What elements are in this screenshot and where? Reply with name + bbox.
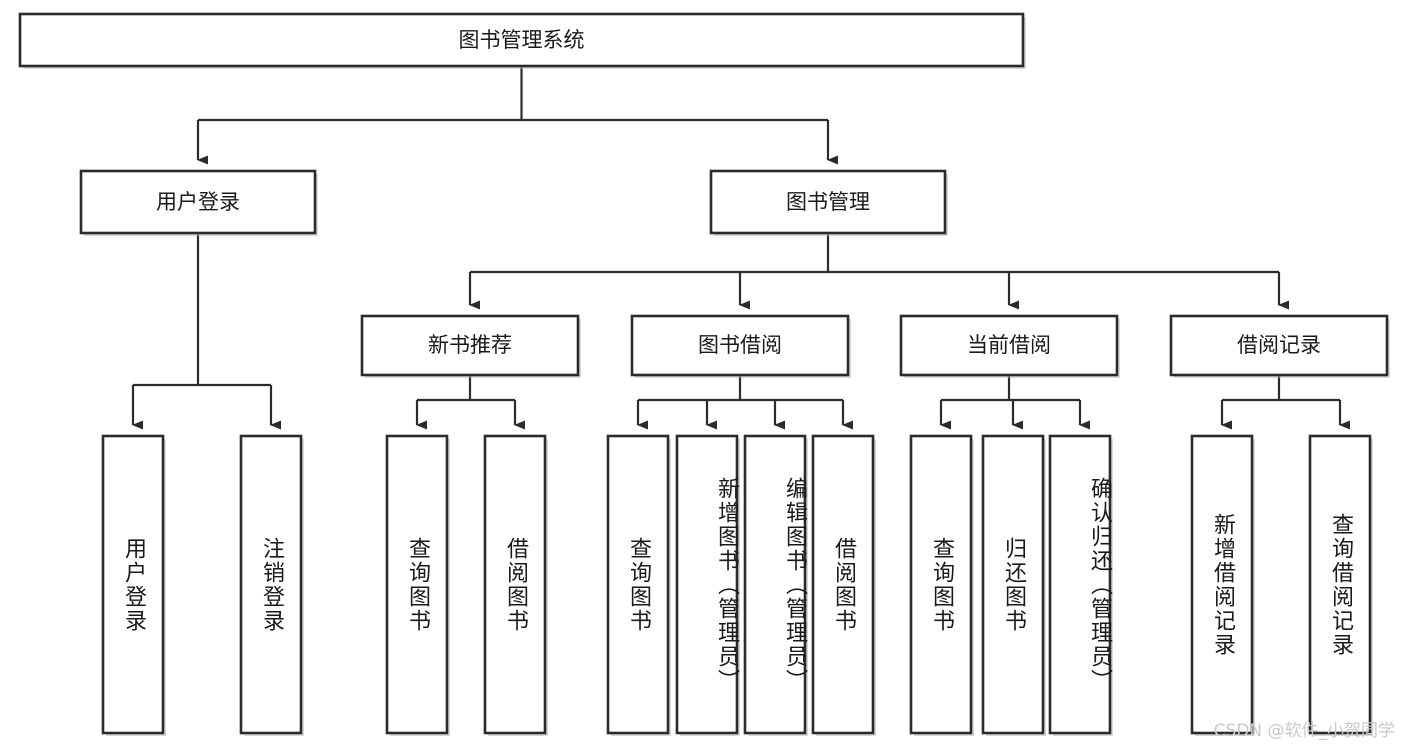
node-leaf-borrow-book-rect <box>811 434 875 735</box>
node-leaf-borrow-book-recommend-label: 借阅图书 <box>503 536 528 633</box>
node-leaf-edit-book-label: 编辑图书（管理员） <box>782 476 807 693</box>
node-leaf-add-borrow-record-rect <box>1190 434 1254 735</box>
node-root-label: 图书管理系统 <box>459 28 585 52</box>
node-book-manage[interactable]: 图书管理 <box>709 169 948 236</box>
node-root[interactable]: 图书管理系统 <box>18 12 1026 69</box>
node-leaf-query-borrow-record-rect <box>1308 434 1372 735</box>
node-leaf-query-borrow-record-label: 查询借阅记录 <box>1328 512 1353 657</box>
node-leaf-add-book-label: 新增图书（管理员） <box>714 476 739 693</box>
node-book-borrow[interactable]: 图书借阅 <box>630 314 851 378</box>
node-leaf-query-book-current[interactable] <box>909 434 974 736</box>
node-leaf-add-borrow-record[interactable] <box>1190 434 1255 736</box>
node-leaf-confirm-return-rect <box>1048 434 1112 735</box>
node-new-book-recommend-rect <box>360 314 580 377</box>
node-leaf-borrow-book-recommend[interactable] <box>483 434 548 736</box>
node-leaf-user-login[interactable] <box>101 434 166 736</box>
node-leaf-add-book-rect <box>675 434 739 735</box>
node-borrow-record-label: 借阅记录 <box>1237 333 1321 357</box>
node-leaf-logout[interactable] <box>239 434 304 736</box>
node-leaf-query-book-borrow[interactable] <box>606 434 671 736</box>
node-current-borrow-rect <box>899 314 1119 377</box>
node-leaf-logout-label: 注销登录 <box>259 536 284 633</box>
connector-group <box>131 66 1350 430</box>
node-leaf-add-book[interactable] <box>675 434 740 736</box>
node-leaf-query-book-current-rect <box>909 434 973 735</box>
node-leaf-query-book-recommend-label: 查询图书 <box>405 536 430 633</box>
node-group: 图书管理系统 用户登录 图书管理 新书推荐 <box>18 12 1390 736</box>
node-leaf-query-book-borrow-rect <box>606 434 670 735</box>
node-book-manage-rect <box>709 169 947 235</box>
node-leaf-logout-rect <box>239 434 303 735</box>
node-book-borrow-rect <box>630 314 850 377</box>
node-leaf-add-borrow-record-label: 新增借阅记录 <box>1210 512 1235 657</box>
node-borrow-record[interactable]: 借阅记录 <box>1169 314 1390 378</box>
node-root-rect <box>18 12 1025 68</box>
node-leaf-edit-book-rect <box>743 434 807 735</box>
node-leaf-query-book-recommend[interactable] <box>385 434 450 736</box>
node-leaf-borrow-book[interactable] <box>811 434 876 736</box>
node-leaf-query-book-current-label: 查询图书 <box>929 536 954 633</box>
node-leaf-borrow-book-label: 借阅图书 <box>831 536 856 633</box>
node-new-book-recommend-label: 新书推荐 <box>428 333 512 357</box>
watermark: CSDN @软件_小贺同学 <box>1213 721 1395 741</box>
node-new-book-recommend[interactable]: 新书推荐 <box>360 314 581 378</box>
node-leaf-confirm-return-label: 确认归还（管理员） <box>1087 476 1112 693</box>
node-leaf-edit-book[interactable] <box>743 434 808 736</box>
node-leaf-return-book[interactable] <box>981 434 1046 736</box>
node-leaf-confirm-return[interactable] <box>1048 434 1113 736</box>
node-leaf-query-borrow-record[interactable] <box>1308 434 1373 736</box>
node-leaf-return-book-label: 归还图书 <box>1001 536 1026 633</box>
node-book-borrow-label: 图书借阅 <box>698 333 782 357</box>
node-user-login-label: 用户登录 <box>156 190 240 214</box>
node-leaf-query-book-recommend-rect <box>385 434 449 735</box>
node-leaf-user-login-rect <box>101 434 165 735</box>
node-user-login-rect <box>79 169 317 235</box>
node-current-borrow[interactable]: 当前借阅 <box>899 314 1120 378</box>
node-book-manage-label: 图书管理 <box>786 190 870 214</box>
node-current-borrow-label: 当前借阅 <box>967 333 1051 357</box>
node-leaf-query-book-borrow-label: 查询图书 <box>626 536 651 633</box>
node-borrow-record-rect <box>1169 314 1389 377</box>
node-leaf-borrow-book-recommend-rect <box>483 434 547 735</box>
node-leaf-return-book-rect <box>981 434 1045 735</box>
node-user-login[interactable]: 用户登录 <box>79 169 318 236</box>
node-leaf-user-login-label: 用户登录 <box>121 536 146 633</box>
